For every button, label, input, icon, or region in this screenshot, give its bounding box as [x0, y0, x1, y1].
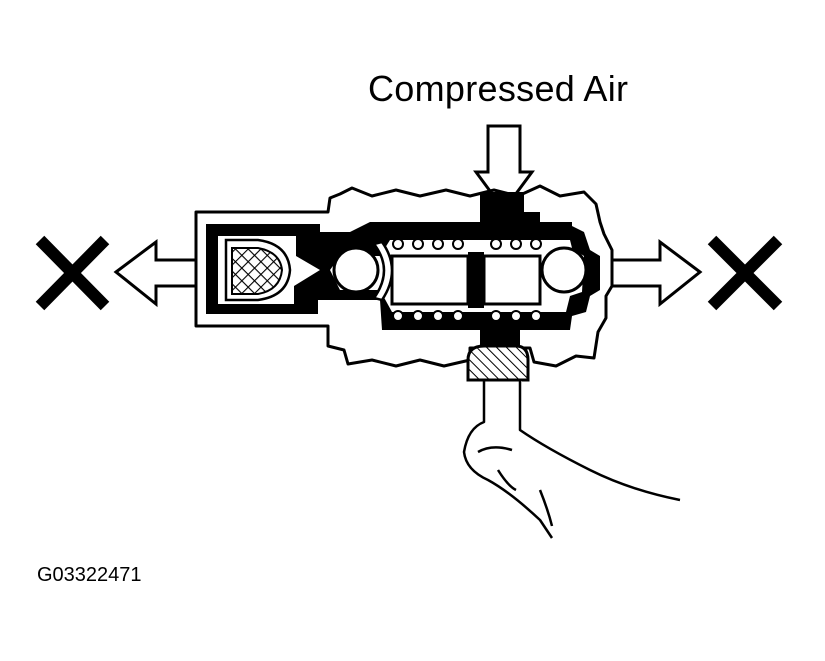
spool-right: [482, 254, 542, 306]
finger-icon: [462, 380, 681, 539]
arrow-right-icon: [608, 239, 703, 308]
right-cross-mark-icon: [707, 235, 783, 311]
filter-screen: [224, 238, 292, 302]
arrow-down-icon: [473, 124, 535, 213]
spool-left: [390, 254, 470, 306]
plug: [466, 344, 530, 382]
compressed-air-label: Compressed Air: [368, 68, 629, 109]
check-ball-left: [332, 246, 380, 294]
spring-clip: [371, 240, 394, 302]
left-cross-mark-icon: [35, 235, 110, 311]
arrow-left-icon: [113, 239, 208, 308]
spring-coils: [392, 238, 542, 322]
figure-id-label: G03322471: [37, 564, 142, 586]
check-ball-right: [540, 246, 588, 294]
